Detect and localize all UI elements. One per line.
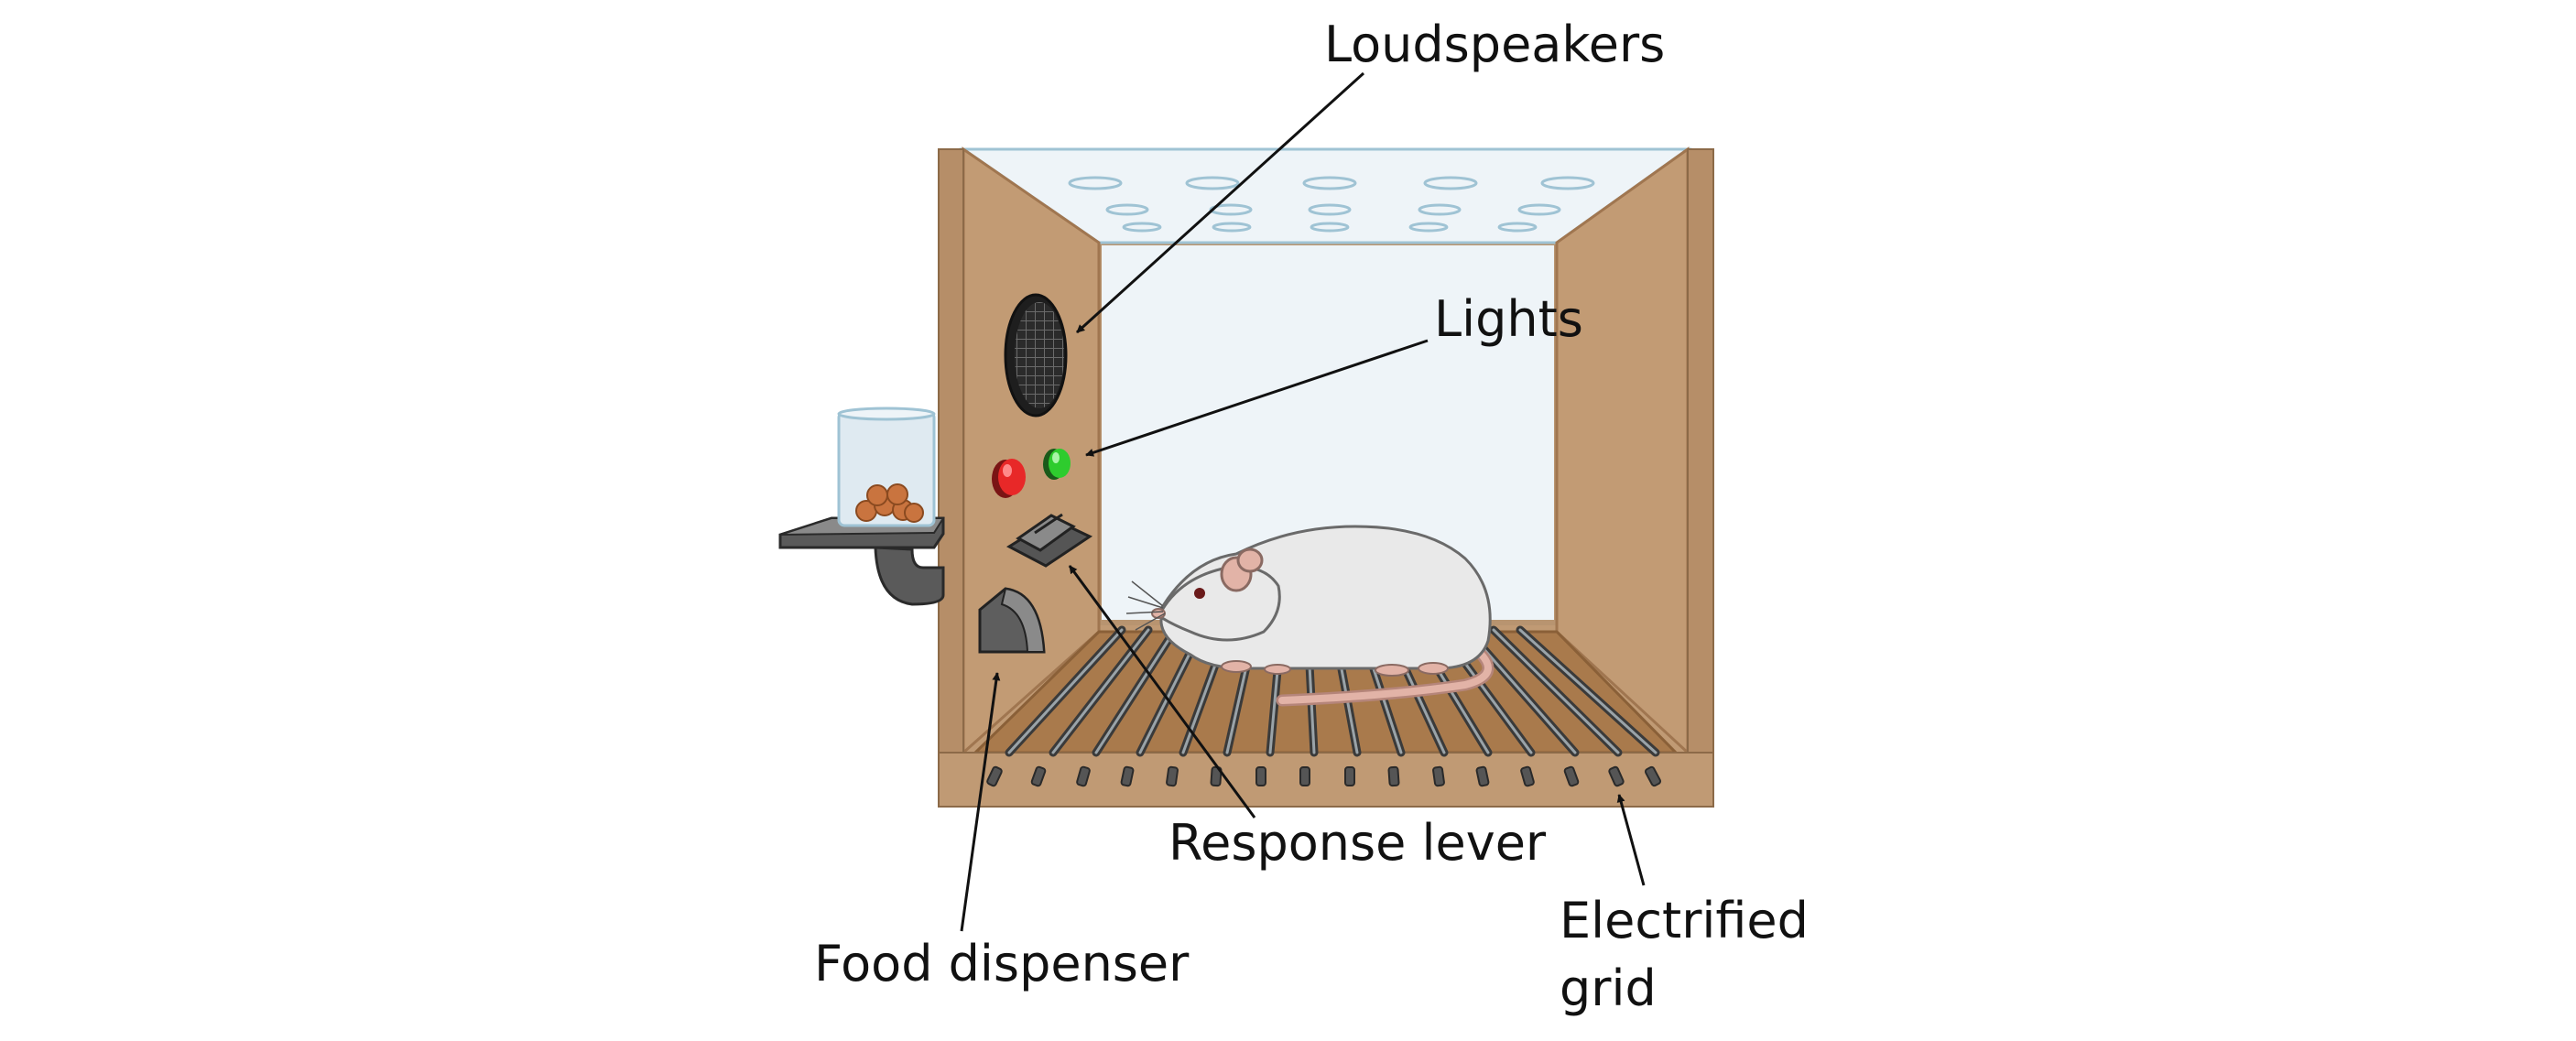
chamber-base (938, 752, 1714, 808)
operant-chamber (938, 146, 1714, 808)
rat-ear-back (1236, 548, 1264, 573)
green-light-icon (1043, 449, 1071, 480)
food-dispenser-label: Food dispenser (814, 935, 1190, 992)
electrified-grid-label-line1: Electrified (1560, 892, 1809, 949)
response-lever-label: Response lever (1168, 814, 1547, 872)
food-pellet-jar-icon (778, 407, 945, 606)
rat-eye (1194, 588, 1205, 599)
lights-leader (1085, 339, 1429, 457)
electrified-grid-label-line2: grid (1560, 960, 1657, 1017)
signal-lights-icon (992, 449, 1071, 498)
right-post (1687, 148, 1714, 808)
loudspeakers-leader (1075, 71, 1365, 334)
ceiling-holes (1068, 176, 1595, 233)
loudspeakers-label: Loudspeakers (1324, 16, 1665, 73)
lights-label: Lights (1434, 290, 1583, 348)
food-pellets (855, 483, 924, 523)
food-dispenser-icon (978, 587, 1046, 654)
rat-whiskers (1125, 580, 1166, 631)
leader-lines (960, 71, 1646, 932)
response-lever-icon (1005, 513, 1093, 568)
food-dispenser-leader (960, 672, 1001, 932)
response-lever-leader (1068, 565, 1256, 819)
rat-tail-inner (1278, 637, 1492, 704)
grid-pins (986, 765, 1662, 787)
electrified-grid-leader (1616, 794, 1646, 886)
loudspeaker-grille-icon (1004, 293, 1068, 417)
rat-illustration (1125, 525, 1495, 707)
rat-feet (1221, 660, 1449, 677)
callout-labels: Loudspeakers Lights Response lever Food … (814, 16, 1809, 1017)
red-light-icon (992, 459, 1026, 498)
left-post (938, 148, 964, 808)
